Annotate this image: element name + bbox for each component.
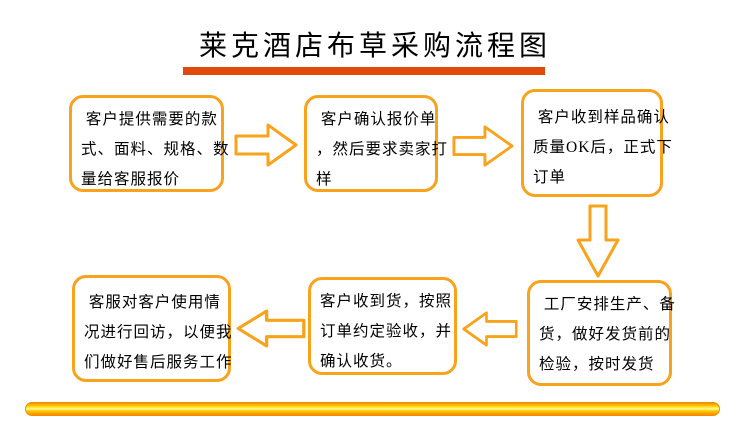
- step-text: 量给客服报价: [81, 171, 181, 188]
- flow-step-2: 客户确认报价单 ，然后要求卖家打 样: [304, 95, 449, 192]
- step-text: ，然后要求卖家打: [316, 141, 449, 158]
- title-underline: [183, 67, 545, 75]
- step-text: 们做好售后服务工作: [84, 354, 233, 371]
- step-text: 质量OK后，正式下: [533, 139, 673, 156]
- step-text: 检验，按时发货: [539, 356, 655, 373]
- flow-step-3: 客户收到样品确认 质量OK后，正式下 订单: [521, 89, 673, 197]
- arrow-right-icon: [234, 122, 298, 168]
- arrow-down-icon: [576, 204, 620, 278]
- arrow-left-icon: [236, 308, 306, 349]
- bottom-decorative-bar: [25, 402, 720, 416]
- arrow-left-icon: [462, 310, 518, 348]
- step-text: 况进行回访，以便我: [84, 324, 233, 341]
- step-text: 客户提供需要的款: [81, 111, 218, 128]
- flow-step-6: 客服对客户使用情 况进行回访，以便我 们做好售后服务工作: [72, 275, 233, 382]
- step-text: 工厂安排生产、备: [539, 296, 676, 313]
- flow-step-4: 工厂安排生产、备 货，做好发货前的 检验，按时发货: [527, 280, 676, 386]
- step-text: 式、面料、规格、数: [81, 141, 230, 158]
- step-text: 确认收货。: [320, 353, 403, 370]
- step-text: 客户收到样品确认: [533, 109, 670, 126]
- arrow-right-icon: [452, 124, 514, 168]
- step-text: 客服对客户使用情: [84, 294, 221, 311]
- step-text: 客户收到货，按照: [320, 293, 453, 310]
- step-text: 订单约定验收，并: [320, 323, 453, 340]
- step-text: 货，做好发货前的: [539, 326, 672, 343]
- step-text: 订单: [533, 169, 567, 186]
- flow-step-5: 客户收到货，按照 订单约定验收，并 确认收货。: [308, 277, 457, 375]
- step-text: 样: [316, 171, 333, 188]
- step-text: 客户确认报价单: [316, 111, 437, 128]
- flow-step-1: 客户提供需要的款 式、面料、规格、数 量给客服报价: [69, 95, 230, 192]
- page-title: 莱克酒店布草采购流程图: [198, 31, 551, 62]
